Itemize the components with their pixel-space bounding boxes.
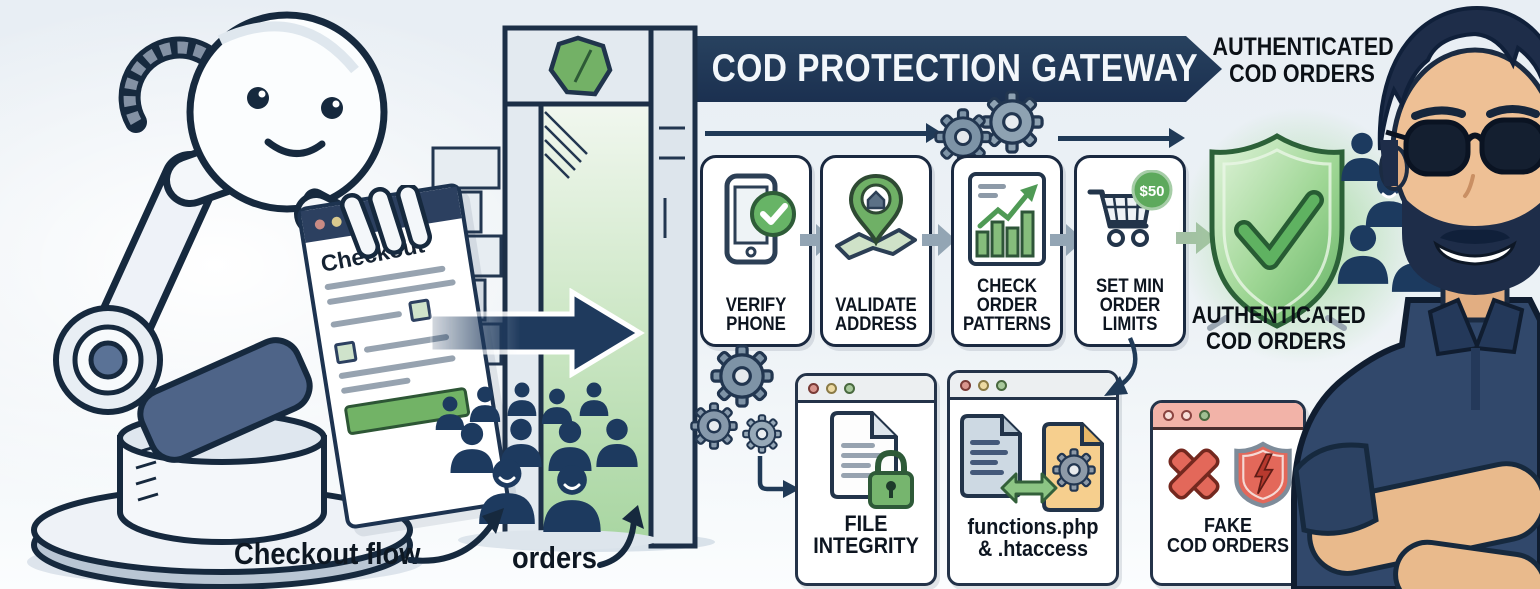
orders-pointer-arrow: [597, 505, 644, 568]
locked-document-icon: [830, 411, 914, 509]
code-files-label: functions.php& .htaccess: [967, 514, 1099, 562]
step-arrow-icon: [922, 224, 956, 256]
green-dot-icon: [844, 382, 855, 394]
limits-to-files-arrow: [1104, 337, 1138, 396]
robot-joint-housing: [137, 337, 313, 463]
red-dot-icon: [1163, 409, 1174, 421]
text-line: [330, 310, 403, 328]
shield-check-icon: [1207, 133, 1347, 331]
phone-check-icon: [711, 168, 801, 272]
smile: [1433, 240, 1517, 266]
map-pin-house-icon: [831, 168, 921, 272]
text-line: [340, 377, 411, 395]
checkout-flow-arrow: [427, 287, 645, 379]
orders-label: orders: [512, 540, 597, 575]
sunglasses-icon: [1385, 117, 1540, 177]
step-arrow-icon: [1050, 224, 1084, 256]
cart-min-limit-icon: $50: [1084, 168, 1176, 272]
banner-title: COD PROTECTION GATEWAY: [711, 47, 1199, 90]
man-illustration: [1291, 5, 1540, 589]
red-dot-icon: [314, 218, 326, 231]
step-arrow-icon: [800, 224, 834, 256]
robot-claw-hand: [340, 185, 432, 259]
green-dot-icon: [996, 379, 1007, 391]
checkout-flow-label: Checkout flow: [234, 536, 421, 571]
red-dot-icon: [1181, 409, 1192, 421]
flow-arrow: [705, 123, 942, 143]
hair: [1377, 5, 1540, 151]
code-files-window: functions.php& .htaccess: [947, 370, 1119, 586]
php-htaccess-files-icon: [960, 414, 1104, 512]
red-dot-icon: [960, 379, 971, 391]
checkbox-icon: [408, 298, 433, 323]
banner-cod-protection-gateway: COD PROTECTION GATEWAY: [688, 36, 1222, 102]
gate-right-post: [648, 25, 698, 549]
authenticated-cod-orders-top-label: AUTHENTICATED COD ORDERS: [1212, 33, 1394, 88]
robot-illustration: [27, 11, 423, 589]
orders-crowd: [435, 382, 658, 550]
yellow-dot-icon: [978, 379, 989, 391]
checkbox-icon: [333, 340, 358, 365]
authenticated-cod-orders-caption: AUTHENTICATED COD ORDERS: [1191, 302, 1366, 355]
gate-shield-emblem-icon: [548, 35, 613, 97]
yellow-dot-icon: [826, 382, 837, 394]
red-dot-icon: [808, 382, 819, 394]
robot-smile: [264, 138, 326, 157]
green-dot-icon: [1199, 409, 1210, 421]
shield-lightning-icon: [1234, 441, 1292, 508]
x-mark-icon: [1168, 448, 1220, 500]
flow-arrow: [1058, 128, 1185, 148]
gears-icon: [690, 344, 800, 498]
checkout-flow-pointer-arrow: [408, 508, 504, 564]
min-order-badge: $50: [1139, 183, 1164, 200]
beard: [1402, 195, 1540, 295]
order-patterns-chart-icon: [962, 168, 1052, 272]
robot-head: [186, 11, 388, 213]
